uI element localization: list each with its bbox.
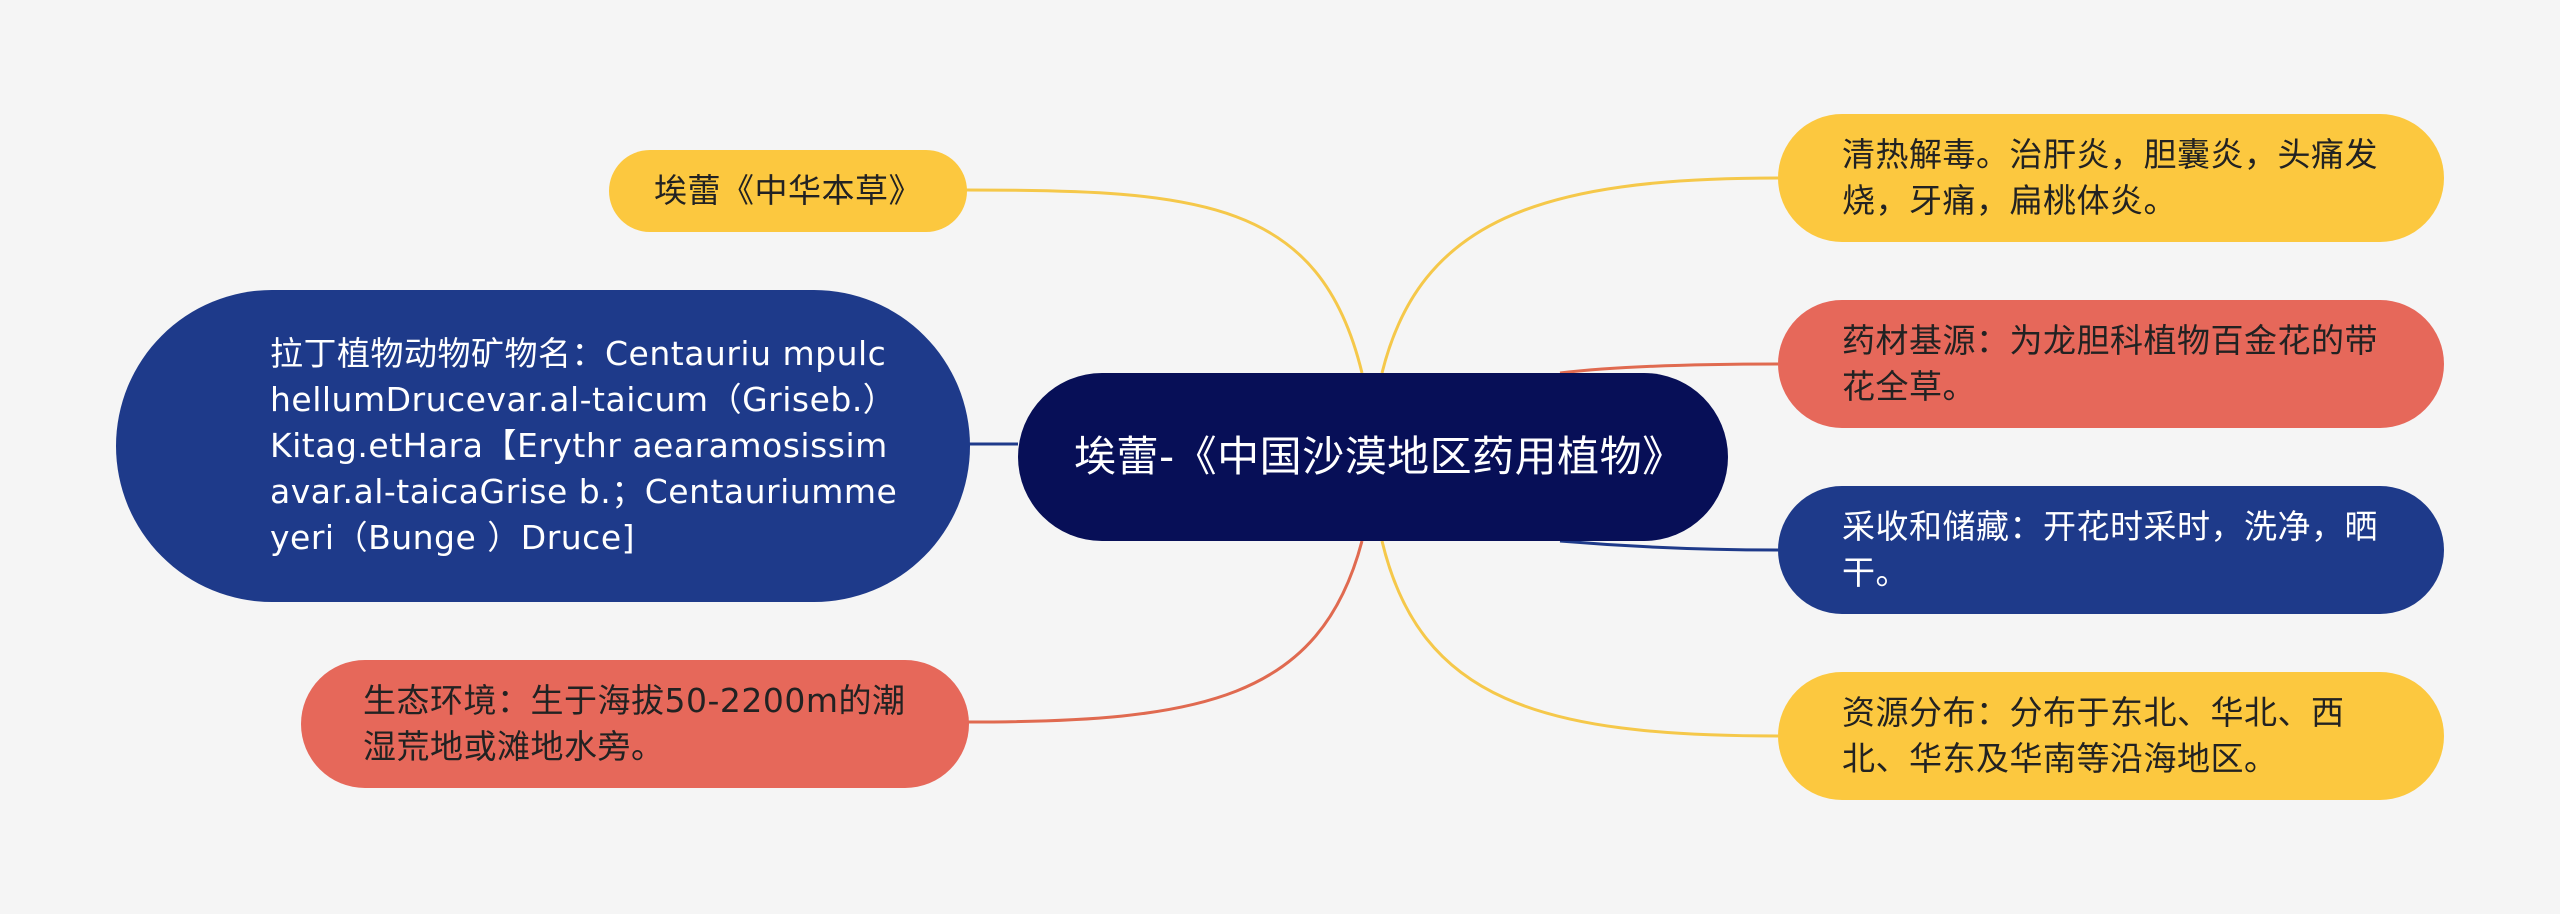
topic-label: 药材基源：为龙胆科植物百金花的带花全草。 (1842, 321, 2378, 406)
topic-effects[interactable]: 清热解毒。治肝炎，胆囊炎，头痛发烧，牙痛，扁桃体炎。 (1778, 114, 2444, 242)
link-right-2 (1559, 362, 1779, 375)
topic-label: 生态环境：生于海拔50-2200m的潮湿荒地或滩地水旁。 (363, 681, 906, 766)
link-right-3 (1559, 539, 1779, 552)
topic-source-book[interactable]: 埃蕾《中华本草》 (609, 150, 967, 232)
topic-label: 拉丁植物动物矿物名：Centauriu mpulchellumDrucevar.… (270, 334, 898, 557)
link-right-4 (1380, 540, 1779, 738)
topic-label: 资源分布：分布于东北、华北、西北、华东及华南等沿海地区。 (1842, 693, 2345, 778)
link-left-top (965, 188, 1364, 374)
topic-habitat[interactable]: 生态环境：生于海拔50-2200m的潮湿荒地或滩地水旁。 (301, 660, 969, 788)
link-left-bot (967, 540, 1364, 724)
central-topic[interactable]: 埃蕾-《中国沙漠地区药用植物》 (1018, 373, 1728, 541)
topic-label: 埃蕾《中华本草》 (654, 171, 922, 210)
topic-origin[interactable]: 药材基源：为龙胆科植物百金花的带花全草。 (1778, 300, 2444, 428)
topic-latin-name[interactable]: 拉丁植物动物矿物名：Centauriu mpulchellumDrucevar.… (116, 290, 970, 602)
central-topic-label: 埃蕾-《中国沙漠地区药用植物》 (1074, 432, 1685, 481)
topic-harvest[interactable]: 采收和储藏：开花时采时，洗净，晒干。 (1778, 486, 2444, 614)
topic-label: 采收和储藏：开花时采时，洗净，晒干。 (1842, 507, 2378, 592)
topic-distribution[interactable]: 资源分布：分布于东北、华北、西北、华东及华南等沿海地区。 (1778, 672, 2444, 800)
link-right-1 (1380, 176, 1779, 374)
topic-label: 清热解毒。治肝炎，胆囊炎，头痛发烧，牙痛，扁桃体炎。 (1842, 135, 2378, 220)
